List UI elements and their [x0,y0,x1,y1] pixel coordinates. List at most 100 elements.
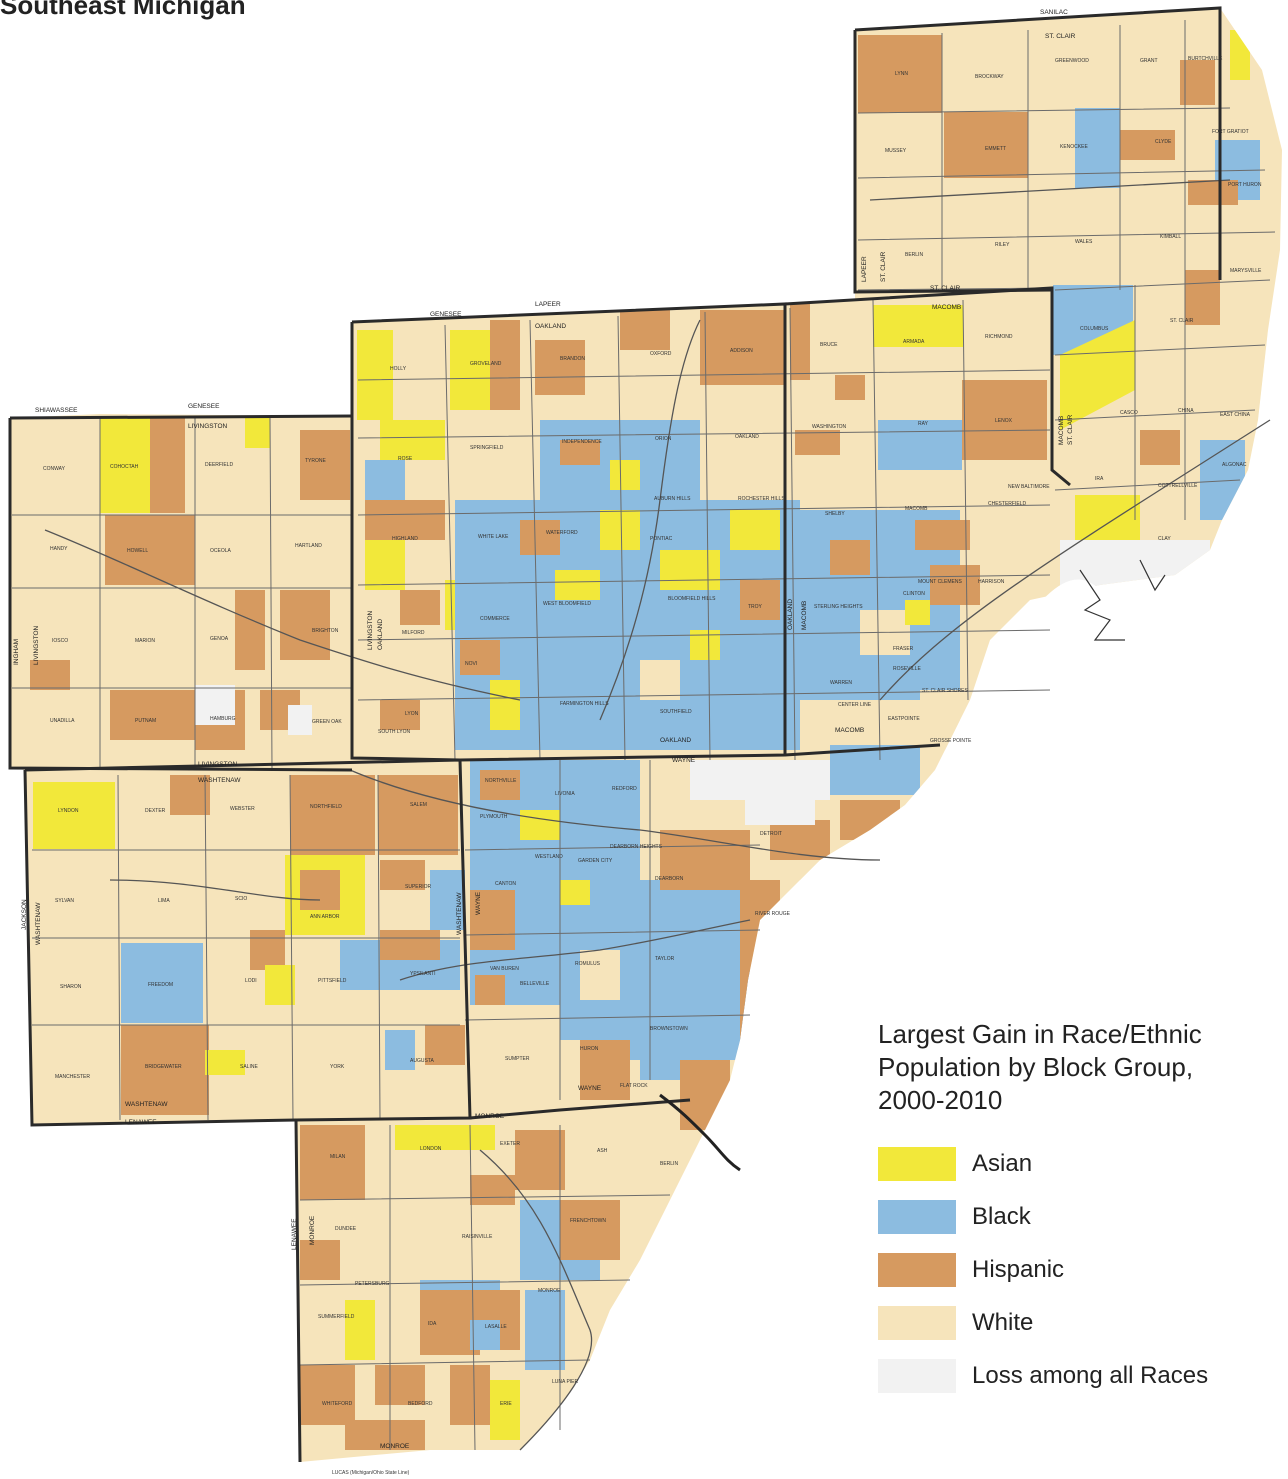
hispanic-area [1188,180,1238,205]
county-label-livingston: LIVINGSTON [33,625,40,665]
asian-area [450,330,490,410]
township-label: RAY [918,421,929,427]
township-label: DEXTER [145,808,166,814]
township-label: NEW BALTIMORE [1008,484,1050,490]
loss-area [288,705,312,735]
black-area [430,870,465,930]
township-label: WATERFORD [546,530,578,536]
hispanic-area [1185,270,1220,325]
hispanic-area [460,640,500,675]
place-label-river-rouge: RIVER ROUGE [755,911,791,917]
township-label: SPRINGFIELD [470,445,504,451]
township-label: LYNDON [58,808,79,814]
township-label: NORTHVILLE [485,778,517,784]
township-label: OCEOLA [210,548,232,554]
township-label: BRUCE [820,342,838,348]
hispanic-area [450,1365,490,1425]
township-label: HARTLAND [295,543,322,549]
hispanic-area [490,320,520,410]
township-label: SALEM [410,802,427,808]
map-title-fragment: Southeast Michigan [0,0,246,20]
hispanic-area [535,340,585,395]
township-label: BRIGHTON [312,628,339,634]
asian-area [610,460,640,490]
township-label: TROY [748,604,763,610]
township-label: YPSILANTI [410,971,436,977]
roads [44,179,1271,1451]
county-label-lenawee: LENAWEE [291,1218,298,1250]
hispanic-area [700,310,785,385]
township-label: SUMMERFIELD [318,1314,355,1320]
township-label: ST. CLAIR SHORES [922,688,969,694]
township-label: ADDISON [730,348,753,354]
township-label: WALES [1075,239,1093,245]
loss-area [745,800,815,825]
legend-swatch [878,1358,956,1393]
township-label: NORTHFIELD [310,804,342,810]
asian-area [245,418,270,448]
legend-swatch [878,1252,956,1287]
township-label: LYNN [895,71,908,77]
hispanic-area [375,1365,425,1405]
township-label: MUSSEY [885,148,907,154]
township-label: CLAY [1158,536,1171,542]
asian-area [555,570,600,600]
black-area [470,1320,500,1350]
hispanic-area [110,690,200,740]
township-label: OAKLAND [735,434,759,440]
legend-label: Loss among all Races [972,1361,1209,1389]
township-label: ROSE [398,456,413,462]
hispanic-area [470,890,515,950]
township-label: PLYMOUTH [480,814,508,820]
township-label: HAMBURG [210,716,236,722]
township-label: GREENWOOD [1055,58,1089,64]
township-label: HANDY [50,546,68,552]
legend-item-white: White [878,1296,1278,1349]
county-labels: SANILAC ST. CLAIR ST. CLAIR MACOMB ST. C… [13,9,1076,1476]
hispanic-area [740,580,780,620]
hispanic-area [858,35,942,113]
township-label: PETERSBURG [355,1281,390,1287]
black-area [640,1040,680,1080]
township-label: YORK [330,1064,345,1070]
township-label: CHINA [1178,408,1194,414]
county-label-monroe: MONROE [309,1215,316,1245]
township-label: BROCKWAY [975,74,1004,80]
asian-area [345,1300,375,1360]
hispanic-area [378,775,458,855]
legend-item-loss: Loss among all Races [878,1349,1278,1402]
township-label: HIGHLAND [392,536,418,542]
legend-item-asian: Asian [878,1137,1278,1190]
township-label: FLAT ROCK [620,1083,648,1089]
hispanic-area [470,1175,515,1205]
legend-item-black: Black [878,1190,1278,1243]
township-label: PUTNAM [135,718,156,724]
hispanic-area [290,775,375,855]
township-label: WHITEFORD [322,1401,353,1407]
asian-area [490,680,520,730]
county-label-oakland: OAKLAND [535,323,566,330]
hispanic-area [480,770,520,800]
township-label: KENOCKEE [1060,144,1088,150]
county-label-washtenaw: WASHTENAW [456,892,463,935]
township-label: RAISINVILLE [462,1234,493,1240]
township-label: INDEPENDENCE [562,439,602,445]
county-label-st-clair: ST. CLAIR [1045,33,1076,40]
black-area [385,1030,415,1070]
legend-title: Largest Gain in Race/Ethnic Population b… [878,1018,1278,1117]
hispanic-area [380,930,440,960]
township-label: ALGONAC [1222,462,1247,468]
river [659,1093,741,1172]
township-label: LIMA [158,898,170,904]
hispanic-area [380,700,420,730]
township-label: PORT HURON [1228,182,1262,188]
township-label: BROWNSTOWN [650,1026,688,1032]
township-label: WASHINGTON [812,424,847,430]
hispanic-area [475,975,505,1005]
black-area [365,460,405,500]
township-label: SCIO [235,896,247,902]
township-label: MILAN [330,1154,346,1160]
hispanic-area [560,1200,620,1260]
black-area [525,1290,565,1370]
